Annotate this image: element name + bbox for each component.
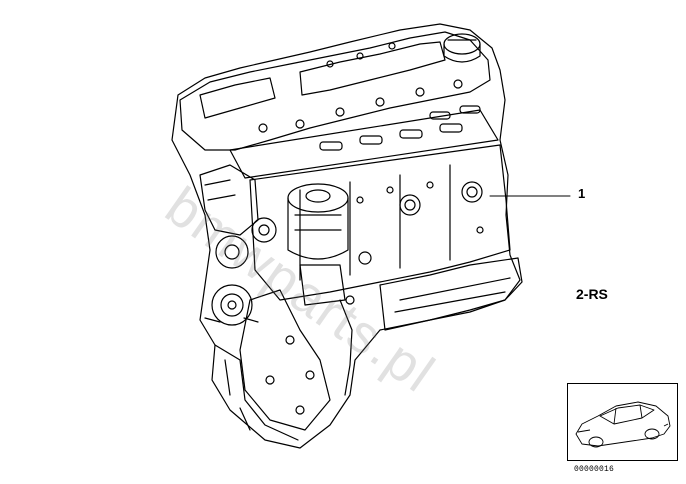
cylinder-head bbox=[229, 105, 499, 179]
oil-pan bbox=[379, 257, 523, 331]
valve-cover bbox=[179, 31, 491, 151]
thumbnail-frame bbox=[567, 383, 678, 461]
oil-filler-cap bbox=[443, 33, 481, 63]
engine-block bbox=[249, 144, 511, 301]
variant-label: 2-RS bbox=[576, 286, 608, 302]
valve-cover-bolts bbox=[258, 42, 463, 133]
car-outline-icon bbox=[575, 401, 671, 448]
engine-outline bbox=[171, 23, 521, 449]
water-pump bbox=[215, 217, 277, 269]
lower-front bbox=[214, 251, 372, 441]
thumbnail-code: 00000016 bbox=[574, 465, 615, 474]
timing-cover bbox=[199, 164, 331, 431]
part-number-label: 1 bbox=[578, 186, 586, 201]
crankshaft-pulley bbox=[204, 284, 259, 326]
oil-filter-housing bbox=[287, 183, 349, 306]
